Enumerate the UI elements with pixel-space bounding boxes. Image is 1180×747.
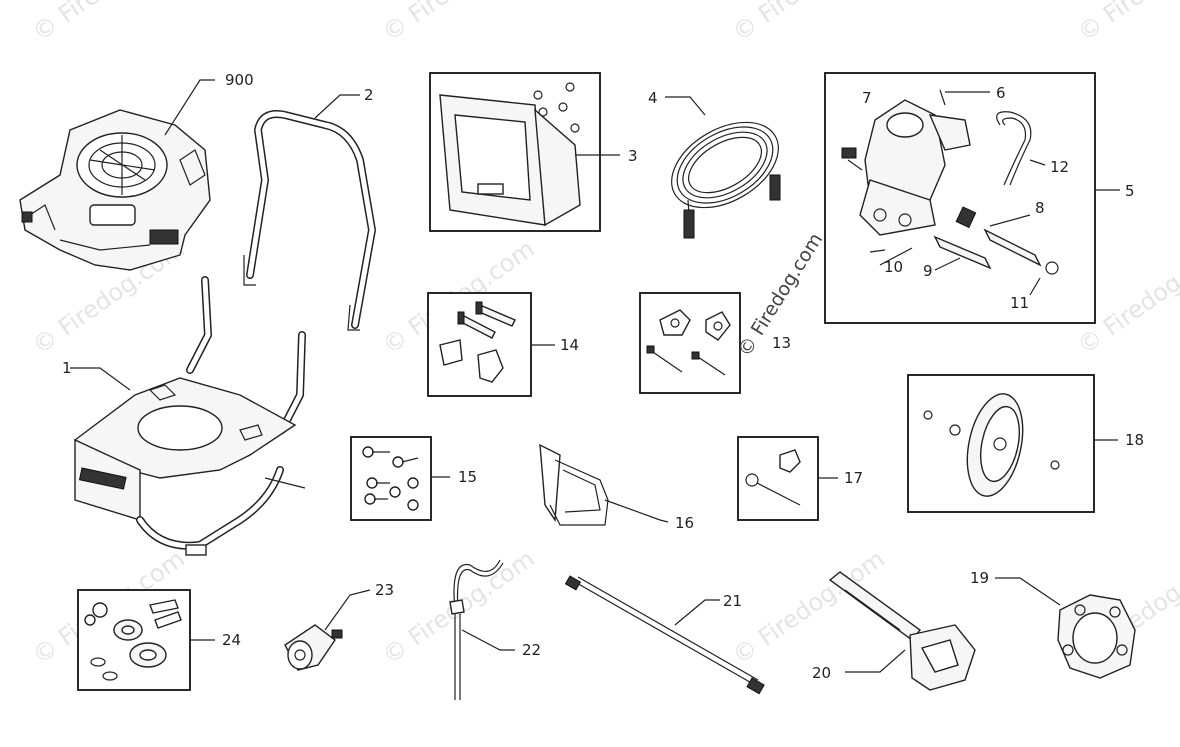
part-hose-bracket xyxy=(539,443,669,526)
watermark: © Firedog.com xyxy=(1072,0,1180,47)
part-pump-assembly xyxy=(824,72,1120,324)
callout-7: 7 xyxy=(862,89,872,107)
callout-20: 20 xyxy=(812,664,831,682)
callout-900: 900 xyxy=(225,71,254,89)
part-pin-kit-17 xyxy=(737,436,838,521)
callout-24: 24 xyxy=(222,631,241,649)
callout-15: 15 xyxy=(458,468,477,486)
callout-23: 23 xyxy=(375,581,394,599)
part-handle xyxy=(243,94,376,331)
watermark: © Firedog.com xyxy=(377,0,539,47)
callout-8: 8 xyxy=(1035,199,1045,217)
callout-13: 13 xyxy=(772,334,791,352)
callout-11: 11 xyxy=(1010,294,1029,312)
watermark: © Firedog.com xyxy=(27,0,189,47)
part-spray-nozzle xyxy=(284,589,371,671)
callout-16: 16 xyxy=(675,514,694,532)
callout-6: 6 xyxy=(996,84,1006,102)
callout-2: 2 xyxy=(364,86,374,104)
callout-18: 18 xyxy=(1125,431,1144,449)
callout-21: 21 xyxy=(723,592,742,610)
part-knob-kit-13 xyxy=(639,292,741,394)
callout-10: 10 xyxy=(884,258,903,276)
part-detergent-tube xyxy=(449,559,515,700)
part-frame xyxy=(70,276,306,556)
callout-labels: 900 2 3 4 5 6 7 8 9 10 11 12 13 14 1 15 … xyxy=(62,71,1144,682)
watermark: © Firedog.com xyxy=(727,0,889,47)
callout-3: 3 xyxy=(628,147,638,165)
callout-12: 12 xyxy=(1050,158,1069,176)
part-hose-reel xyxy=(995,577,1136,679)
watermark: © Firedog.com xyxy=(727,545,889,670)
part-fitting-kit-24 xyxy=(77,589,215,691)
callout-1: 1 xyxy=(62,359,72,377)
callout-5: 5 xyxy=(1125,182,1135,200)
callout-9: 9 xyxy=(923,262,933,280)
part-spray-lance xyxy=(564,575,765,695)
callout-14: 14 xyxy=(560,336,579,354)
part-control-panel xyxy=(429,72,620,232)
callout-17: 17 xyxy=(844,469,863,487)
callout-19: 19 xyxy=(970,569,989,587)
part-engine xyxy=(19,79,215,271)
box-17 xyxy=(737,436,819,521)
callout-4: 4 xyxy=(648,89,658,107)
part-wheel-kit-18 xyxy=(907,374,1118,513)
part-hose xyxy=(665,96,781,239)
part-spray-gun xyxy=(828,571,976,691)
callout-22: 22 xyxy=(522,641,541,659)
part-hardware-kit-15 xyxy=(350,436,450,521)
box-13 xyxy=(639,292,741,394)
part-bolt-kit-14 xyxy=(427,292,555,397)
